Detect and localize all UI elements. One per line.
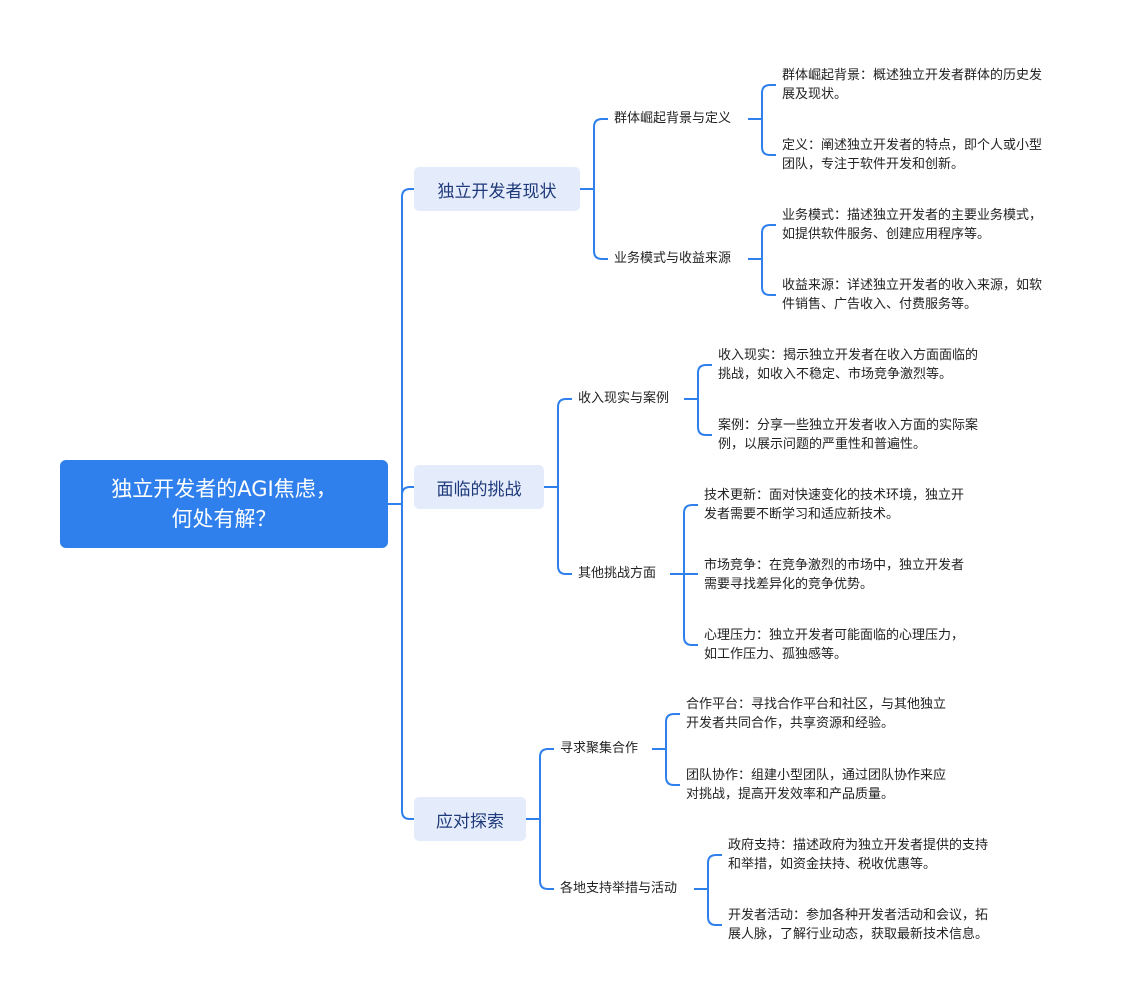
leaf-cooperation-platform[interactable]: 合作平台：寻找合作平台和社区，与其他独立开发者共同合作，共享资源和经验。 xyxy=(686,695,946,733)
leaf-government-support[interactable]: 政府支持：描述政府为独立开发者提供的支持和举措，如资金扶持、税收优惠等。 xyxy=(728,836,988,874)
leaf-line: 团队，专注于软件开发和创新。 xyxy=(782,157,965,172)
connector xyxy=(707,854,722,889)
leaf-line: 需要寻找差异化的竞争优势。 xyxy=(704,577,874,592)
leaf-revenue-sources[interactable]: 收益来源：详述独立开发者的收入来源，如软件销售、广告收入、付费服务等。 xyxy=(782,276,1042,314)
leaf-business-model[interactable]: 业务模式：描述独立开发者的主要业务模式， 如提供软件服务、创建应用程序等。 xyxy=(782,206,1042,244)
branch-label: 面临的挑战 xyxy=(436,479,522,500)
connector xyxy=(539,819,554,890)
leaf-income-reality[interactable]: 收入现实：揭示独立开发者在收入方面面临的挑战，如收入不稳定、市场竞争激烈等。 xyxy=(718,346,978,384)
leaf-line: 心理压力：独立开发者可能面临的心理压力， xyxy=(704,628,965,643)
connector xyxy=(557,487,572,575)
leaf-line: 业务模式：描述独立开发者的主要业务模式， xyxy=(782,208,1043,223)
subtopic-seek-cooperation[interactable]: 寻求聚集合作 xyxy=(560,741,639,756)
connector xyxy=(683,504,698,574)
subtopic-other-challenges[interactable]: 其他挑战方面 xyxy=(578,566,657,581)
connector xyxy=(401,504,414,820)
leaf-definition[interactable]: 定义：阐述独立开发者的特点，即个人或小型团队，专注于软件开发和创新。 xyxy=(782,136,1042,174)
connector xyxy=(697,364,712,399)
leaf-line: 政府支持：描述政府为独立开发者提供的支持 xyxy=(728,838,989,853)
leaf-psychological-pressure[interactable]: 心理压力：独立开发者可能面临的心理压力， 如工作压力、孤独感等。 xyxy=(704,626,964,664)
connector xyxy=(761,224,776,259)
leaf-line: 群体崛起背景：概述独立开发者群体的历史发 xyxy=(782,68,1043,83)
branch-challenges[interactable]: 面临的挑战 xyxy=(414,465,544,509)
subtopic-background-definition[interactable]: 群体崛起背景与定义 xyxy=(614,111,732,126)
leaf-line: 对挑战，提高开发效率和产品质量。 xyxy=(686,787,895,802)
branch-coping[interactable]: 应对探索 xyxy=(414,797,526,841)
connector xyxy=(761,119,776,156)
leaf-line: 团队协作：组建小型团队，通过团队协作来应 xyxy=(686,768,947,783)
leaf-line: 和举措，如资金扶持、税收优惠等。 xyxy=(728,857,937,872)
leaf-line: 例，以展示问题的严重性和普遍性。 xyxy=(718,437,927,452)
subtopic-business-revenue[interactable]: 业务模式与收益来源 xyxy=(614,251,732,266)
connector xyxy=(593,189,608,260)
leaf-line: 技术更新：面对快速变化的技术环境，独立开 xyxy=(704,488,965,503)
connector xyxy=(665,749,680,786)
leaf-line: 定义：阐述独立开发者的特点，即个人或小型 xyxy=(782,138,1043,153)
connector xyxy=(557,398,572,487)
connector xyxy=(761,259,776,296)
leaf-line: 开发者活动：参加各种开发者活动和会议，拓 xyxy=(728,908,989,923)
leaf-line: 开发者共同合作，共享资源和经验。 xyxy=(686,716,895,731)
root-topic[interactable]: 独立开发者的AGI焦虑， 何处有解？ xyxy=(60,460,388,548)
leaf-cases[interactable]: 案例：分享一些独立开发者收入方面的实际案例，以展示问题的严重性和普遍性。 xyxy=(718,416,978,454)
branch-label: 独立开发者现状 xyxy=(437,181,557,202)
connector xyxy=(761,84,776,119)
connector xyxy=(539,748,554,819)
leaf-line: 挑战，如收入不稳定、市场竞争激烈等。 xyxy=(718,367,953,382)
root-title-line-2: 何处有解？ xyxy=(171,507,277,531)
leaf-tech-updates[interactable]: 技术更新：面对快速变化的技术环境，独立开发者需要不断学习和适应新技术。 xyxy=(704,486,964,524)
connector xyxy=(665,713,680,749)
connector xyxy=(401,486,414,504)
leaf-line: 市场竞争：在竞争激烈的市场中，独立开发者 xyxy=(704,558,965,573)
connector xyxy=(697,399,712,436)
leaf-line: 收益来源：详述独立开发者的收入来源，如软 xyxy=(782,278,1043,293)
leaf-team-collaboration[interactable]: 团队协作：组建小型团队，通过团队协作来应对挑战，提高开发效率和产品质量。 xyxy=(686,766,946,804)
leaf-line: 如工作压力、孤独感等。 xyxy=(704,647,848,662)
leaf-line: 案例：分享一些独立开发者收入方面的实际案 xyxy=(718,418,979,433)
root-title-line-1: 独立开发者的AGI焦虑， xyxy=(111,477,337,501)
leaf-market-competition[interactable]: 市场竞争：在竞争激烈的市场中，独立开发者需要寻找差异化的竞争优势。 xyxy=(704,556,964,594)
subtopic-income-cases[interactable]: 收入现实与案例 xyxy=(578,391,670,406)
connector xyxy=(683,574,698,646)
subtopic-local-support[interactable]: 各地支持举措与活动 xyxy=(560,881,678,896)
leaf-line: 件销售、广告收入、付费服务等。 xyxy=(782,297,978,312)
leaf-line: 展及现状。 xyxy=(782,87,848,102)
connector xyxy=(593,118,608,189)
leaf-line: 收入现实：揭示独立开发者在收入方面面临的 xyxy=(718,348,979,363)
branch-current-status[interactable]: 独立开发者现状 xyxy=(414,167,580,211)
connector xyxy=(707,889,722,926)
leaf-line: 发者需要不断学习和适应新技术。 xyxy=(704,507,900,522)
leaf-line: 如提供软件服务、创建应用程序等。 xyxy=(782,227,991,242)
leaf-line: 合作平台：寻找合作平台和社区，与其他独立 xyxy=(686,697,947,712)
branch-label: 应对探索 xyxy=(436,811,504,832)
leaf-developer-events[interactable]: 开发者活动：参加各种开发者活动和会议，拓展人脉，了解行业动态，获取最新技术信息。 xyxy=(728,906,988,944)
leaf-rise-background[interactable]: 群体崛起背景：概述独立开发者群体的历史发展及现状。 xyxy=(782,66,1042,104)
leaf-line: 展人脉，了解行业动态，获取最新技术信息。 xyxy=(728,927,989,942)
connector xyxy=(401,188,414,504)
